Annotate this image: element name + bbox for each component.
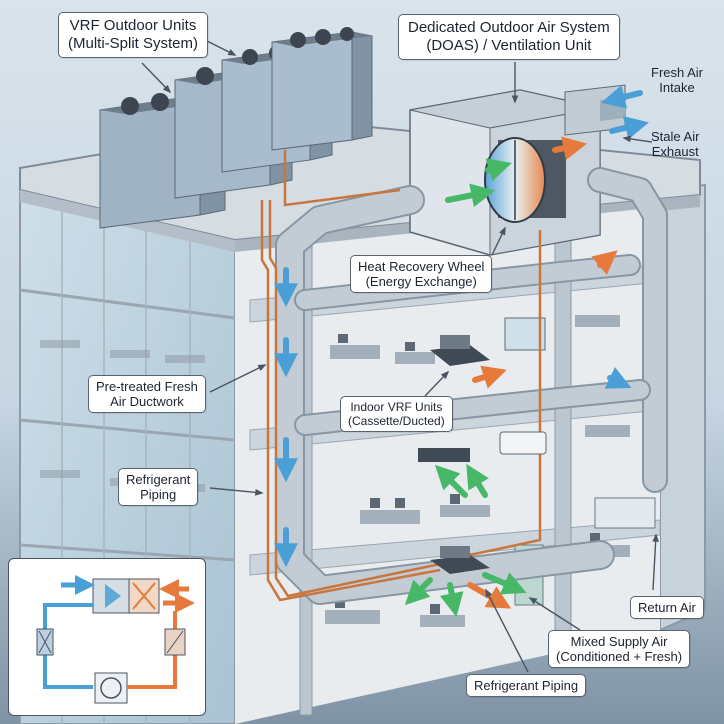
callout-stale-air-exhaust: Stale Air Exhaust (644, 126, 706, 162)
callout-line: (Conditioned + Fresh) (556, 649, 683, 664)
callout-doas: Dedicated Outdoor Air System (DOAS) / Ve… (398, 14, 620, 60)
callout-line: Stale Air (651, 129, 700, 144)
callout-mixed-supply-air: Mixed Supply Air (Conditioned + Fresh) (548, 630, 691, 668)
schematic-diagram (36, 575, 195, 704)
callout-line: Refrigerant (126, 472, 191, 487)
airflow-arrows (274, 85, 650, 618)
callout-indoor-vrf-units: Indoor VRF Units (Cassette/Ducted) (340, 396, 453, 432)
callout-refrigerant-piping-bottom: Refrigerant Piping (466, 674, 587, 697)
callout-line: Mixed Supply Air (570, 634, 668, 649)
callout-line: Piping (140, 487, 177, 502)
callout-line: Heat Recovery Wheel (358, 259, 485, 274)
schematic-inset (8, 558, 206, 716)
callout-line: Pre-treated Fresh (96, 379, 198, 394)
callout-vrf-outdoor-units: VRF Outdoor Units (Multi-Split System) (58, 12, 209, 58)
callout-line: Refrigerant Piping (474, 678, 579, 693)
wall-split-icon (499, 431, 547, 455)
callout-line: Indoor VRF Units (350, 400, 443, 414)
cassette-icon (430, 335, 490, 366)
callout-line: VRF Outdoor Units (69, 17, 197, 34)
flow-arrow-icon (445, 183, 496, 208)
callout-line: (Energy Exchange) (365, 274, 477, 289)
callout-fresh-air-intake: Fresh Air Intake (644, 62, 710, 98)
fan-icon (290, 27, 354, 48)
callout-line: Fresh Air (651, 65, 704, 80)
indoor-vrf-units (418, 335, 656, 574)
callout-line: Exhaust (651, 144, 699, 159)
callout-line: Return Air (638, 600, 696, 615)
callout-line: (DOAS) / Ventilation Unit (426, 37, 592, 54)
callout-leaders (141, 39, 659, 673)
callout-heat-recovery-wheel: Heat Recovery Wheel (Energy Exchange) (350, 255, 493, 293)
callout-line: Intake (659, 80, 695, 95)
ducted-unit (418, 448, 470, 462)
callout-pretreated-ductwork: Pre-treated Fresh Air Ductwork (88, 375, 206, 413)
callout-return-air: Return Air (630, 596, 704, 619)
callout-line: (Cassette/Ducted) (348, 414, 445, 428)
callout-line: (Multi-Split System) (68, 35, 199, 52)
refrigerant-piping (260, 150, 542, 602)
return-grille (594, 497, 656, 529)
cassette-icon (430, 546, 490, 574)
callout-line: Dedicated Outdoor Air System (408, 19, 610, 36)
callout-line: Air Ductwork (110, 394, 184, 409)
vrf-outdoor-units (99, 27, 373, 229)
callout-refrigerant-piping-left: Refrigerant Piping (118, 468, 199, 506)
